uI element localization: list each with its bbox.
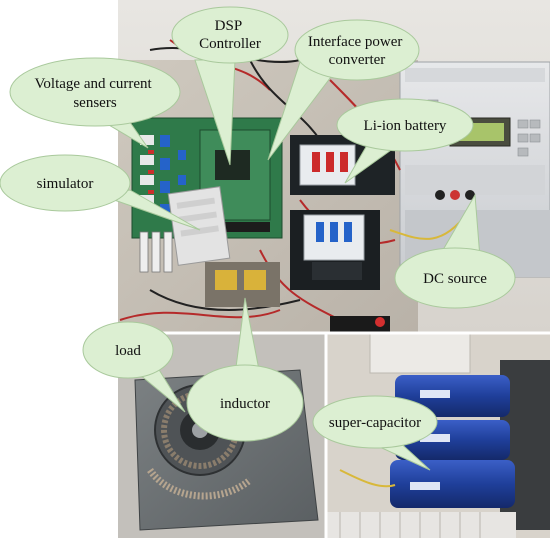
callout-dc-line1: DC source bbox=[423, 271, 487, 287]
callout-interface: Interface power converter bbox=[267, 19, 420, 161]
callout-sensors: Voltage and current sensers bbox=[9, 57, 181, 149]
callout-dsp: DSP Controller bbox=[171, 6, 289, 166]
callout-load: load bbox=[82, 321, 186, 413]
callout-dc: DC source bbox=[394, 193, 516, 309]
inductor-board bbox=[205, 262, 390, 334]
svg-text:Interface power conver: Interface power converter bbox=[308, 34, 406, 68]
callout-simulator-line1: simulator bbox=[37, 176, 94, 192]
callout-supercap: super-capacitor bbox=[312, 395, 438, 471]
callout-load-line1: load bbox=[115, 343, 141, 359]
svg-text:simulator: simulator bbox=[37, 176, 94, 192]
callout-sensors-line2: sensers bbox=[73, 95, 116, 111]
svg-text:DC source: DC source bbox=[423, 271, 487, 287]
callout-battery-line1: Li-ion battery bbox=[364, 118, 447, 134]
callout-interface-line1: Interface power bbox=[308, 34, 403, 50]
callout-supercap-line1: super-capacitor bbox=[329, 415, 421, 431]
callout-inductor-line1: inductor bbox=[220, 396, 270, 412]
callout-dsp-line2: Controller bbox=[199, 36, 261, 52]
svg-text:Voltage and current se: Voltage and current sensers bbox=[35, 76, 156, 111]
callout-battery: Li-ion battery bbox=[336, 98, 474, 184]
svg-text:load: load bbox=[115, 343, 141, 359]
callout-sensors-line1: Voltage and current bbox=[35, 76, 153, 92]
callout-interface-line2: converter bbox=[329, 52, 386, 68]
li-ion-battery-breakers bbox=[290, 135, 395, 290]
svg-text:super-capacitor: super-capacitor bbox=[329, 415, 421, 431]
callouts-layer: DSP Controller Interface power converter… bbox=[0, 6, 516, 471]
callout-simulator: simulator bbox=[0, 154, 201, 231]
callout-dsp-line1: DSP bbox=[215, 18, 242, 34]
callout-inductor: inductor bbox=[186, 297, 304, 442]
simulator-board bbox=[139, 186, 231, 273]
svg-text:DSP Controller: DSP Controller bbox=[199, 18, 261, 52]
svg-text:Li-ion battery: Li-ion battery bbox=[364, 118, 447, 134]
svg-text:inductor: inductor bbox=[220, 396, 270, 412]
